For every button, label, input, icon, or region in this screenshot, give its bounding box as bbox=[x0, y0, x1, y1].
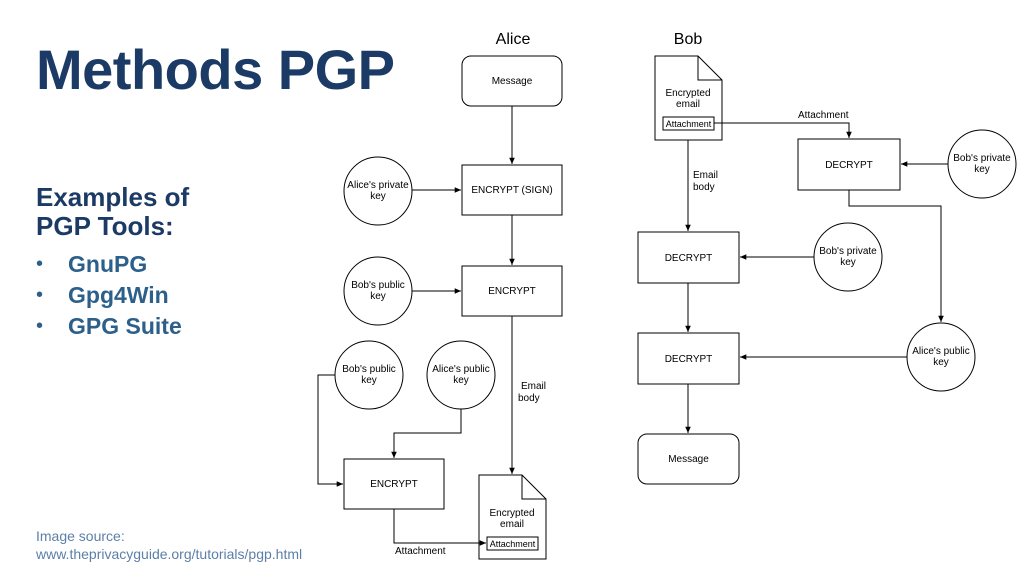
image-source-url: www.theprivacyguide.org/tutorials/pgp.ht… bbox=[36, 546, 303, 562]
alice-encrypt-sign-node: ENCRYPT (SIGN) bbox=[461, 164, 563, 216]
alice-edges bbox=[317, 106, 515, 546]
email-body-line1: Email bbox=[521, 381, 546, 392]
key-label-line2: key bbox=[370, 191, 386, 202]
edge-alice-key-to-encrypt2 bbox=[391, 409, 462, 458]
decrypt-label: DECRYPT bbox=[825, 160, 873, 171]
tool-item: • GnuPG bbox=[36, 249, 182, 280]
bob-alice-public-key-node: Alice's public key bbox=[906, 322, 976, 392]
key-label-line1: Alice's private bbox=[347, 180, 409, 191]
key-label-line1: Bob's public bbox=[342, 364, 396, 375]
tool-name: GnuPG bbox=[68, 251, 148, 277]
alice-message-label: Message bbox=[492, 76, 533, 87]
tool-item: • GPG Suite bbox=[36, 311, 182, 342]
key-label-line2: key bbox=[370, 291, 386, 302]
alice-encrypt-node-2: ENCRYPT bbox=[343, 458, 445, 510]
encrypted-email-line1: Encrypted bbox=[489, 508, 534, 519]
examples-heading-line1: Examples of bbox=[36, 182, 190, 212]
bullet-icon: • bbox=[36, 284, 44, 306]
bob-message-node: Message bbox=[637, 433, 740, 485]
key-label-line2: key bbox=[933, 357, 949, 368]
bob-decrypt-node-1: DECRYPT bbox=[637, 231, 740, 284]
key-label-line1: Bob's public bbox=[351, 280, 405, 291]
bob-decrypt-attachment-node: DECRYPT bbox=[797, 138, 901, 191]
alice-encrypt-sign-label: ENCRYPT (SIGN) bbox=[471, 185, 552, 196]
encrypted-email-line2: email bbox=[500, 519, 524, 530]
alice-encrypt-node-1: ENCRYPT bbox=[461, 265, 563, 317]
encrypted-email-line1: Encrypted bbox=[665, 88, 710, 99]
decrypt-label: DECRYPT bbox=[665, 354, 713, 365]
encrypted-email-line2: email bbox=[676, 99, 700, 110]
key-label-line2: key bbox=[974, 164, 990, 175]
alice-private-key-node: Alice's private key bbox=[343, 156, 413, 226]
examples-heading: Examples of PGP Tools: bbox=[36, 183, 189, 241]
tool-item: • Gpg4Win bbox=[36, 280, 182, 311]
email-body-line2: body bbox=[518, 393, 540, 404]
key-label-line1: Bob's private bbox=[819, 246, 877, 257]
bob-private-key-node-1: Bob's private key bbox=[947, 129, 1017, 199]
key-label-line2: key bbox=[361, 375, 377, 386]
slide-title: Methods PGP bbox=[36, 38, 395, 101]
bob-public-key-node-2: Bob's public key bbox=[334, 340, 404, 410]
bob-heading: Bob bbox=[674, 31, 703, 48]
tool-name: GPG Suite bbox=[68, 313, 182, 339]
key-label-line1: Alice's public bbox=[912, 346, 970, 357]
key-label-line2: key bbox=[840, 257, 856, 268]
email-body-line1: Email bbox=[693, 170, 718, 181]
bullet-icon: • bbox=[36, 253, 44, 275]
alice-encrypt-label-1: ENCRYPT bbox=[488, 286, 536, 297]
alice-message-node: Message bbox=[461, 55, 563, 107]
bob-public-key-node-1: Bob's public key bbox=[343, 256, 413, 326]
image-source: Image source: www.theprivacyguide.org/tu… bbox=[36, 527, 302, 563]
edge-decrypt-attachment-to-alice-key bbox=[848, 190, 944, 322]
edge-bob-key2-to-encrypt2 bbox=[317, 374, 343, 487]
pgp-tools-list: • GnuPG • Gpg4Win • GPG Suite bbox=[36, 249, 182, 342]
tool-name: Gpg4Win bbox=[68, 282, 169, 308]
attachment-tag: Attachment bbox=[490, 539, 536, 549]
examples-heading-line2: PGP Tools: bbox=[36, 211, 174, 241]
image-source-label: Image source: bbox=[36, 528, 125, 544]
bob-private-key-node-2: Bob's private key bbox=[813, 222, 883, 292]
bob-decrypt-node-2: DECRYPT bbox=[637, 332, 740, 385]
alice-encrypted-email-node: Encrypted email Attachment bbox=[478, 474, 547, 560]
key-label-line1: Bob's private bbox=[953, 153, 1011, 164]
edge-encrypt2-to-attachment bbox=[393, 509, 486, 546]
email-body-line2: body bbox=[693, 182, 715, 193]
alice-public-key-node: Alice's public key bbox=[426, 340, 496, 410]
attachment-tag: Attachment bbox=[666, 119, 712, 129]
decrypt-label: DECRYPT bbox=[665, 253, 713, 264]
bob-edges bbox=[685, 122, 948, 433]
bob-encrypted-email-node: Encrypted email Attachment bbox=[654, 55, 723, 141]
attachment-edge-label: Attachment bbox=[798, 110, 849, 121]
attachment-edge-label: Attachment bbox=[395, 546, 446, 557]
key-label-line2: key bbox=[453, 375, 469, 386]
edge-attachment-to-decrypt bbox=[714, 122, 852, 138]
key-label-line1: Alice's public bbox=[432, 364, 490, 375]
bullet-icon: • bbox=[36, 315, 44, 337]
bob-message-label: Message bbox=[668, 454, 709, 465]
alice-heading: Alice bbox=[496, 31, 531, 48]
alice-encrypt-label-2: ENCRYPT bbox=[370, 479, 418, 490]
